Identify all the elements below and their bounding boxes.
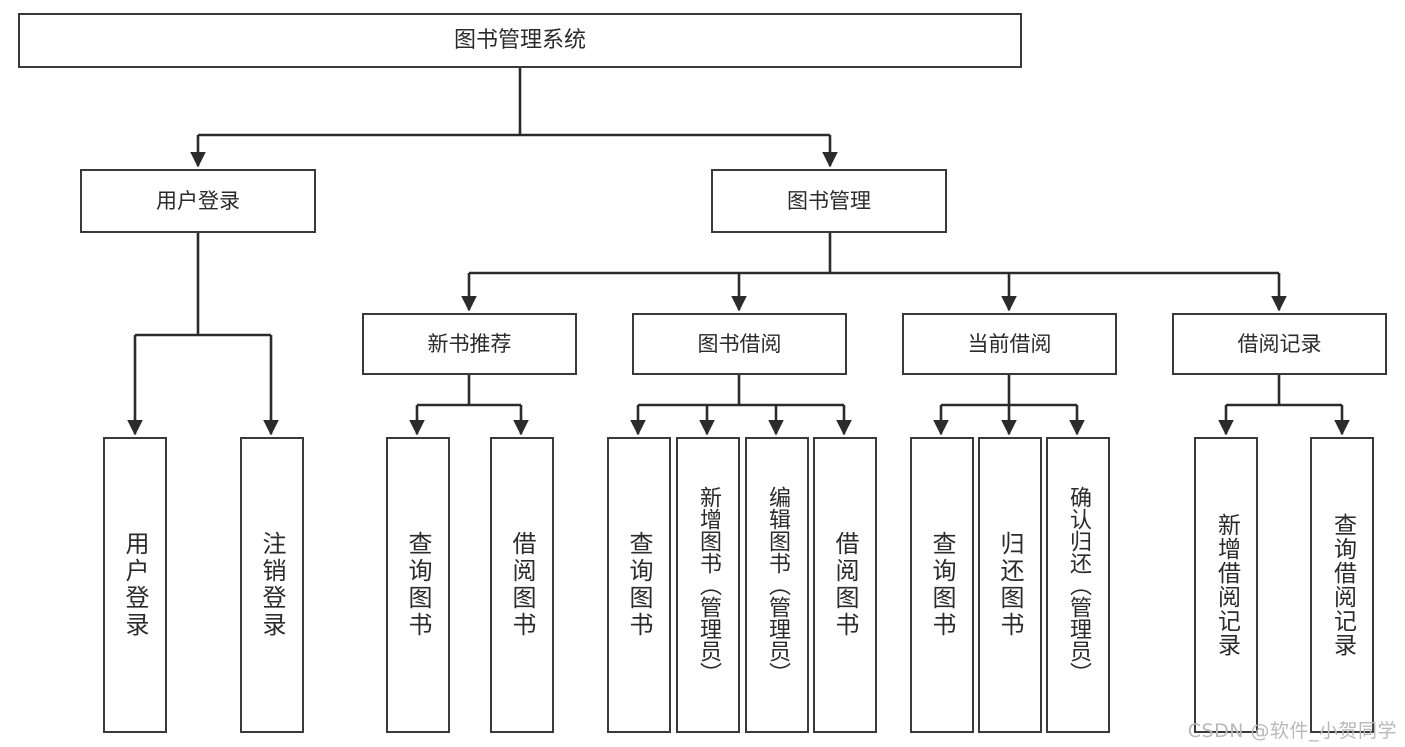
leaf-borrow-record-add[interactable]: 新增借阅记录 bbox=[1194, 437, 1258, 733]
leaf-current-borrow-query-label: 查询图书 bbox=[928, 531, 956, 639]
node-current-borrow[interactable]: 当前借阅 bbox=[902, 313, 1117, 375]
node-new-book-recommend[interactable]: 新书推荐 bbox=[362, 313, 577, 375]
node-book-management-label: 图书管理 bbox=[787, 188, 871, 213]
leaf-book-borrow-borrow-label: 借阅图书 bbox=[831, 531, 859, 639]
leaf-user-login-logout-label: 注销登录 bbox=[258, 531, 286, 639]
leaf-current-borrow-confirm[interactable]: 确认归还（管理员） bbox=[1046, 437, 1110, 733]
leaf-new-book-query-label: 查询图书 bbox=[404, 531, 432, 639]
node-user-login-label: 用户登录 bbox=[156, 188, 240, 213]
leaf-borrow-record-add-label: 新增借阅记录 bbox=[1213, 513, 1240, 657]
leaf-new-book-query[interactable]: 查询图书 bbox=[386, 437, 450, 733]
leaf-user-login-login-label: 用户登录 bbox=[121, 531, 149, 639]
leaf-book-borrow-add[interactable]: 新增图书（管理员） bbox=[676, 437, 740, 733]
leaf-book-borrow-edit-label: 编辑图书（管理员） bbox=[765, 486, 790, 684]
leaf-user-login-logout[interactable]: 注销登录 bbox=[240, 437, 304, 733]
node-root-system[interactable]: 图书管理系统 bbox=[18, 13, 1022, 68]
leaf-book-borrow-edit[interactable]: 编辑图书（管理员） bbox=[745, 437, 809, 733]
node-current-borrow-label: 当前借阅 bbox=[967, 331, 1052, 356]
leaf-book-borrow-borrow[interactable]: 借阅图书 bbox=[813, 437, 877, 733]
leaf-user-login-login[interactable]: 用户登录 bbox=[103, 437, 167, 733]
leaf-new-book-borrow-label: 借阅图书 bbox=[508, 531, 536, 639]
node-root-system-label: 图书管理系统 bbox=[453, 27, 586, 53]
leaf-current-borrow-return[interactable]: 归还图书 bbox=[978, 437, 1042, 733]
leaf-borrow-record-query-label: 查询借阅记录 bbox=[1329, 513, 1356, 657]
node-borrow-record[interactable]: 借阅记录 bbox=[1172, 313, 1387, 375]
leaf-new-book-borrow[interactable]: 借阅图书 bbox=[490, 437, 554, 733]
csdn-watermark: CSDN @软件_小贺同学 bbox=[1187, 720, 1397, 742]
node-book-borrow[interactable]: 图书借阅 bbox=[632, 313, 847, 375]
leaf-book-borrow-query-label: 查询图书 bbox=[625, 531, 653, 639]
leaf-current-borrow-return-label: 归还图书 bbox=[996, 531, 1024, 639]
node-borrow-record-label: 借阅记录 bbox=[1237, 331, 1322, 356]
leaf-current-borrow-confirm-label: 确认归还（管理员） bbox=[1066, 486, 1091, 684]
leaf-book-borrow-add-label: 新增图书（管理员） bbox=[696, 486, 721, 684]
node-book-borrow-label: 图书借阅 bbox=[697, 331, 782, 356]
leaf-current-borrow-query[interactable]: 查询图书 bbox=[910, 437, 974, 733]
leaf-book-borrow-query[interactable]: 查询图书 bbox=[607, 437, 671, 733]
leaf-borrow-record-query[interactable]: 查询借阅记录 bbox=[1310, 437, 1374, 733]
node-user-login[interactable]: 用户登录 bbox=[80, 169, 316, 233]
node-new-book-recommend-label: 新书推荐 bbox=[427, 331, 512, 356]
node-book-management[interactable]: 图书管理 bbox=[711, 169, 947, 233]
